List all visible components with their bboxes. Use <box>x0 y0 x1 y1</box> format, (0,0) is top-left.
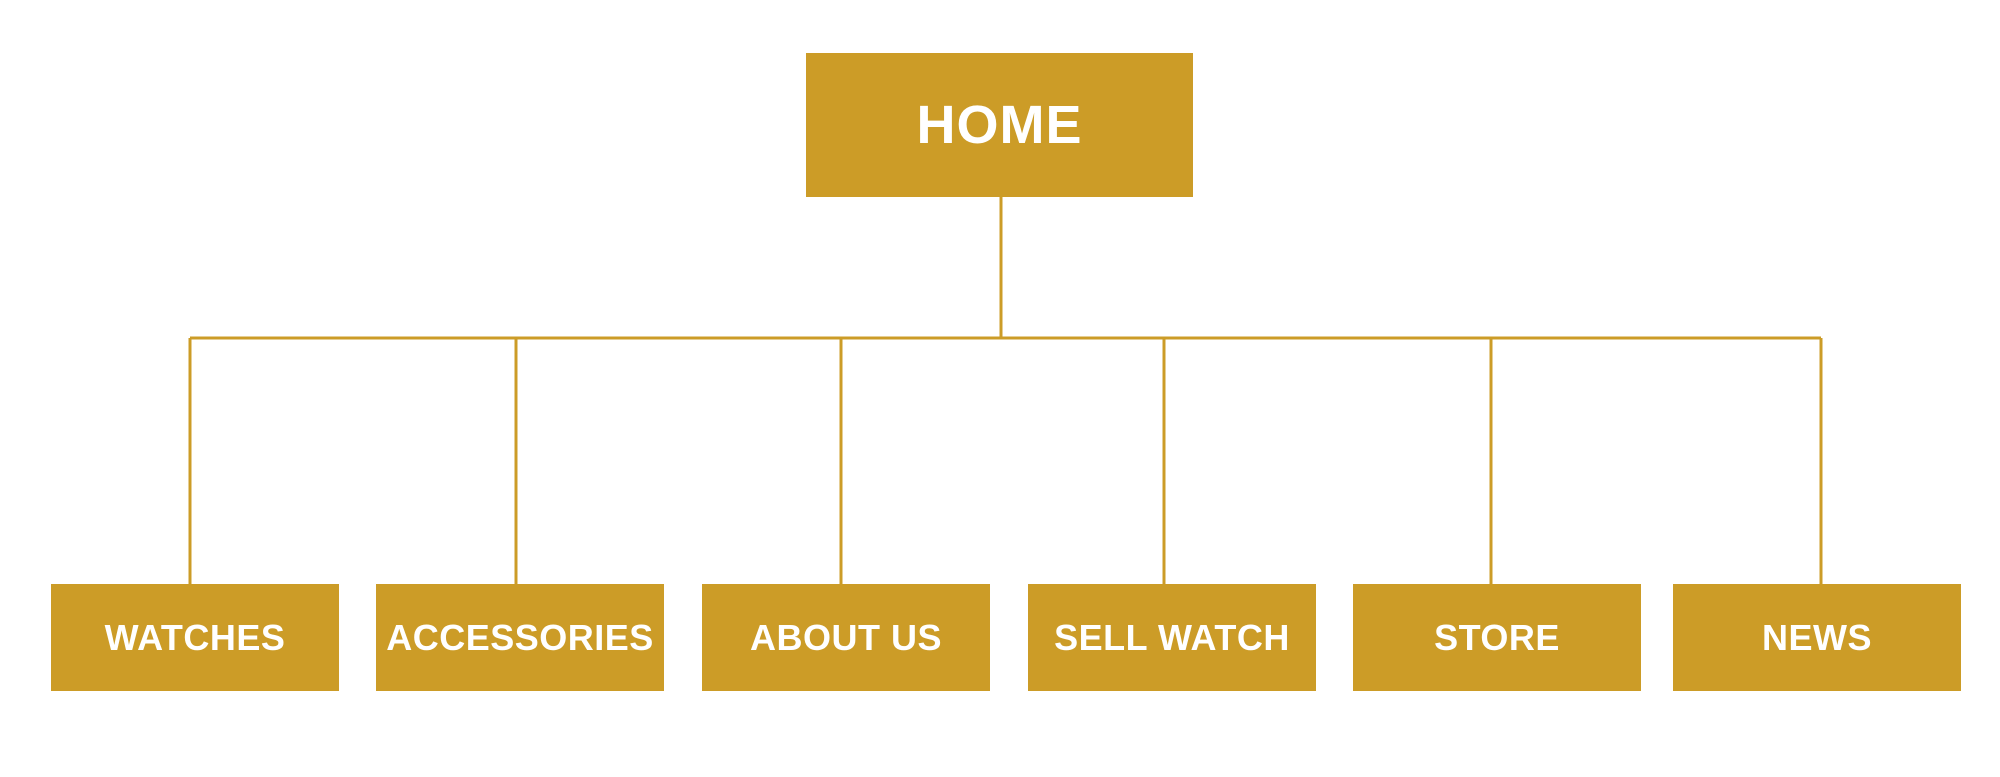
node-sell-watch[interactable]: SELL WATCH <box>1028 584 1316 691</box>
node-accessories[interactable]: ACCESSORIES <box>376 584 664 691</box>
node-watches[interactable]: WATCHES <box>51 584 339 691</box>
node-store[interactable]: STORE <box>1353 584 1641 691</box>
node-home[interactable]: HOME <box>806 53 1193 197</box>
node-about-us[interactable]: ABOUT US <box>702 584 990 691</box>
node-news[interactable]: NEWS <box>1673 584 1961 691</box>
